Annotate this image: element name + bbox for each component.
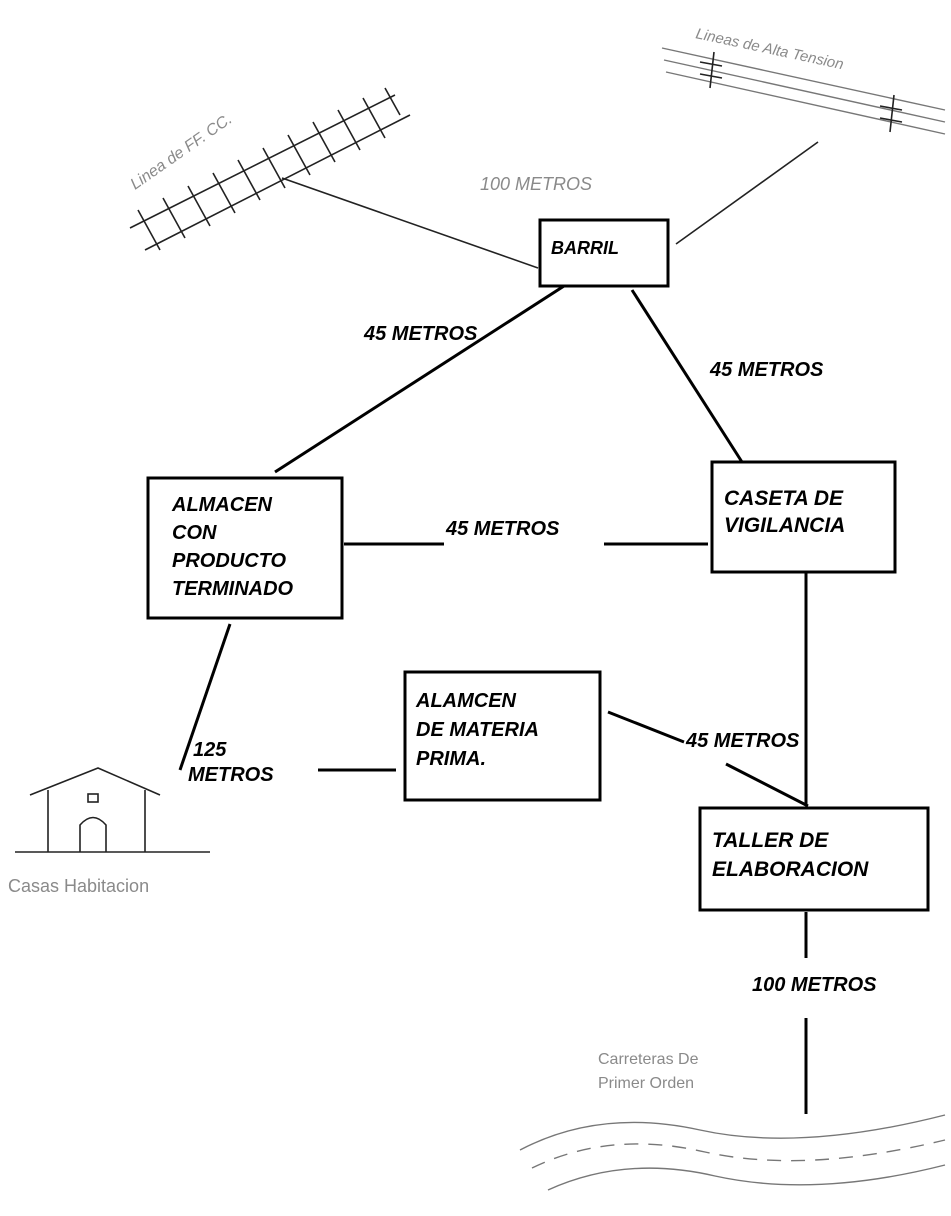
road-icon xyxy=(519,1114,946,1191)
distance-label-barril-almacen: 45 METROS xyxy=(363,323,478,345)
railway-label: Linea de FF. CC. xyxy=(128,111,236,194)
house-icon xyxy=(15,767,210,853)
line-materia-taller-a xyxy=(607,710,685,744)
node-caseta-line-2: VIGILANCIA xyxy=(724,514,845,537)
distance-label-casas-2: METROS xyxy=(188,764,274,786)
line-barril-caseta xyxy=(630,289,744,463)
node-materia-line-1: ALAMCEN xyxy=(415,690,517,712)
node-barril: BARRIL xyxy=(538,218,670,288)
line-powerlines-barril xyxy=(675,141,819,245)
node-caseta-vigilancia: CASETA DE VIGILANCIA xyxy=(710,460,897,574)
line-railway-barril xyxy=(281,177,539,269)
distance-label-casas-1: 125 xyxy=(193,739,227,761)
node-caseta-line-1: CASETA DE xyxy=(724,487,844,510)
node-almacen-line-1: ALMACEN xyxy=(171,494,273,516)
node-almacen-line-4: TERMINADO xyxy=(172,578,294,600)
line-almacen-casas xyxy=(178,623,232,771)
node-taller-elaboracion: TALLER DE ELABORACION xyxy=(698,806,930,912)
distance-label-top: 100 METROS xyxy=(480,174,592,194)
node-almacen-producto-terminado: ALMACEN CON PRODUCTO TERMINADO xyxy=(146,476,344,620)
power-lines-icon xyxy=(661,47,946,135)
node-materia-line-3: PRIMA. xyxy=(416,748,486,770)
node-materia-line-2: DE MATERIA xyxy=(416,719,539,741)
node-almacen-line-3: PRODUCTO xyxy=(172,550,287,572)
line-barril-almacen xyxy=(274,284,565,474)
node-almacen-line-2: CON xyxy=(172,522,217,544)
node-barril-label: BARRIL xyxy=(551,238,619,258)
railway-icon xyxy=(129,87,411,251)
houses-label: Casas Habitacion xyxy=(8,876,149,896)
distance-label-almacen-caseta: 45 METROS xyxy=(445,518,560,540)
power-lines-label: Lineas de Alta Tension xyxy=(694,25,845,73)
node-taller-line-1: TALLER DE xyxy=(712,829,829,852)
node-almacen-materia-prima: ALAMCEN DE MATERIA PRIMA. xyxy=(403,670,602,802)
road-label-1: Carreteras De xyxy=(598,1051,699,1068)
node-taller-line-2: ELABORACION xyxy=(712,858,869,881)
road-label-2: Primer Orden xyxy=(598,1075,694,1092)
distance-label-materia-taller: 45 METROS xyxy=(685,730,800,752)
line-materia-taller-b xyxy=(725,762,809,808)
distance-label-barril-caseta: 45 METROS xyxy=(709,359,824,381)
distance-label-taller-road: 100 METROS xyxy=(752,974,877,996)
